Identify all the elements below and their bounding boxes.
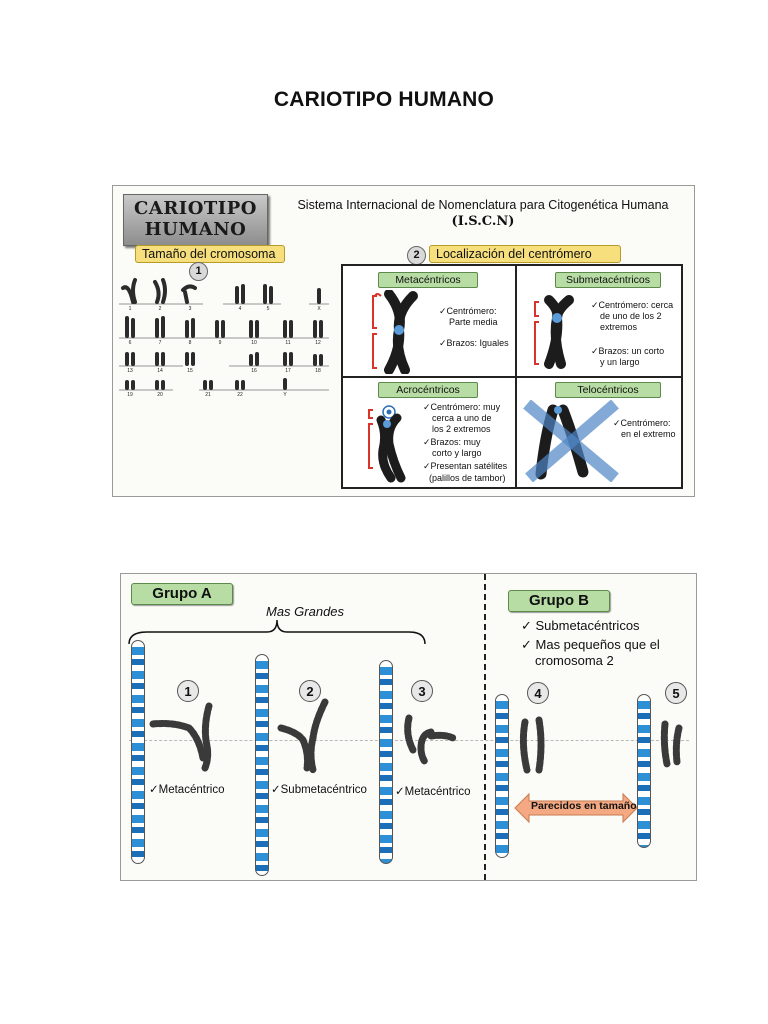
chromosome-5-number: 5 xyxy=(665,682,687,704)
karyotype-number: 22 xyxy=(237,392,243,398)
submetacentric-chromosome-icon xyxy=(534,295,574,369)
chromosome-3-number: 3 xyxy=(411,680,433,702)
karyotype-number: 12 xyxy=(315,340,321,346)
logo-line-2: HUMANO xyxy=(144,219,247,240)
karyotype-number: 6 xyxy=(129,340,132,346)
group-a-brace xyxy=(128,619,426,645)
chromosome-2-number: 2 xyxy=(299,680,321,702)
telocentric-note-2: en el extremo xyxy=(621,429,676,439)
acrocentric-note-7: (palillos de tambor) xyxy=(429,473,506,483)
submetacentric-note-1: ✓Centrómero: cerca xyxy=(591,300,674,310)
submetacentric-note-3: extremos xyxy=(600,322,638,332)
size-section-label: Tamaño del cromosoma xyxy=(135,245,285,263)
chromosome-2-type: ✓Submetacéntrico xyxy=(271,784,367,796)
submetacentric-tag: Submetacéntricos xyxy=(555,272,661,288)
karyotype-number: 17 xyxy=(285,368,291,374)
karyotype-number: 10 xyxy=(251,340,257,346)
karyotype-number: 21 xyxy=(205,392,211,398)
karyotype-number: 16 xyxy=(251,368,257,374)
karyotype-number: 8 xyxy=(189,340,192,346)
group-b-bullet-2: ✓ Mas pequeños que el xyxy=(521,637,660,652)
metacentric-tag: Metacéntricos xyxy=(378,272,478,288)
chromosome-2-ideogram xyxy=(255,654,269,876)
group-b-tag: Grupo B xyxy=(508,590,610,612)
chromosome-1-ideogram xyxy=(131,640,145,864)
submetacentric-note-4: ✓Brazos: un corto xyxy=(591,346,665,356)
telocentric-chromosome-icon xyxy=(523,400,619,482)
iscn-title: Sistema Internacional de Nomenclatura pa… xyxy=(297,198,669,212)
chromosome-1-type: ✓Metacéntrico xyxy=(149,784,225,796)
karyotype-logo: CARIOTIPO HUMANO xyxy=(123,194,268,246)
iscn-abbrev: (I.S.C.N) xyxy=(451,214,515,229)
chromosome-3-ideogram xyxy=(379,660,393,864)
metacentric-note-1: ✓Centrómero: xyxy=(439,306,497,316)
size-comparison-label: Parecidos en tamaño xyxy=(531,800,637,812)
chromosome-4-number: 4 xyxy=(527,682,549,704)
karyotype-number: 11 xyxy=(285,340,290,346)
acrocentric-chromosome-icon xyxy=(368,405,406,483)
karyotype-number: 5 xyxy=(267,306,270,312)
chromosome-5-ideogram xyxy=(637,694,651,848)
karyotype-number: 7 xyxy=(159,340,162,346)
group-b-chromosome-pairs xyxy=(519,716,683,774)
acrocentric-note-2: cerca a uno de xyxy=(432,413,492,423)
karyotype-figure: CARIOTIPO HUMANO Sistema Internacional d… xyxy=(112,185,695,497)
group-a-tag: Grupo A xyxy=(131,583,233,605)
chromosome-4-ideogram xyxy=(495,694,509,858)
section-1-number: 1 xyxy=(189,262,208,281)
karyotype-number: 2 xyxy=(159,306,162,312)
page-title: CARIOTIPO HUMANO xyxy=(273,88,495,111)
metacentric-chromosome-icon xyxy=(372,290,418,374)
karyotype-number: 15 xyxy=(187,368,193,374)
chromosome-1-number: 1 xyxy=(177,680,199,702)
karyotype-number: 18 xyxy=(315,368,321,374)
centromere-section-label: Localización del centrómero xyxy=(429,245,621,263)
logo-line-1: CARIOTIPO xyxy=(134,198,257,219)
acrocentric-note-5: corto y largo xyxy=(432,448,482,458)
group-a-chromosome-pairs xyxy=(149,698,457,774)
karyotype-number: 13 xyxy=(127,368,133,374)
karyotype-number: 4 xyxy=(239,306,242,312)
group-b-bullet-1: ✓ Submetacéntricos xyxy=(521,618,640,633)
karyotype-number: 19 xyxy=(127,392,133,398)
telocentric-note-1: ✓Centrómero: xyxy=(613,418,671,428)
acrocentric-note-3: los 2 extremos xyxy=(432,424,491,434)
centromere-table: Metacéntricos ✓Centrómero: Parte media ✓… xyxy=(341,264,683,489)
submetacentric-note-5: y un largo xyxy=(600,357,640,367)
group-b-bullet-3: cromosoma 2 xyxy=(535,653,614,668)
karyotype-number: 14 xyxy=(157,368,163,374)
karyotype-number: 20 xyxy=(157,392,163,398)
karyotype-grid: 1 2 3 4 5 X 6 7 8 9 10 11 12 13 14 15 16… xyxy=(119,278,329,398)
acrocentric-tag: Acrocéntricos xyxy=(378,382,478,398)
karyotype-number: 3 xyxy=(189,306,192,312)
acrocentric-note-4: ✓Brazos: muy xyxy=(423,437,481,447)
group-divider xyxy=(484,574,486,880)
chromosome-groups-figure: Grupo A Mas Grandes 1 2 3 ✓Metacéntrico … xyxy=(120,573,697,881)
metacentric-note-2: Parte media xyxy=(449,317,498,327)
acrocentric-note-6: ✓Presentan satélites xyxy=(423,461,508,471)
karyotype-number: 9 xyxy=(219,340,222,346)
acrocentric-note-1: ✓Centrómero: muy xyxy=(423,402,501,412)
karyotype-number: X xyxy=(317,306,321,312)
telocentric-tag: Telocéntricos xyxy=(555,382,661,398)
group-a-subtitle: Mas Grandes xyxy=(266,604,345,619)
karyotype-number: Y xyxy=(283,392,287,398)
size-comparison-arrow xyxy=(514,792,638,824)
metacentric-note-3: ✓Brazos: Iguales xyxy=(439,338,509,348)
chromosome-3-type: ✓Metacéntrico xyxy=(395,786,471,798)
section-2-number: 2 xyxy=(407,246,426,265)
submetacentric-note-2: de uno de los 2 xyxy=(600,311,662,321)
karyotype-number: 1 xyxy=(129,306,132,312)
